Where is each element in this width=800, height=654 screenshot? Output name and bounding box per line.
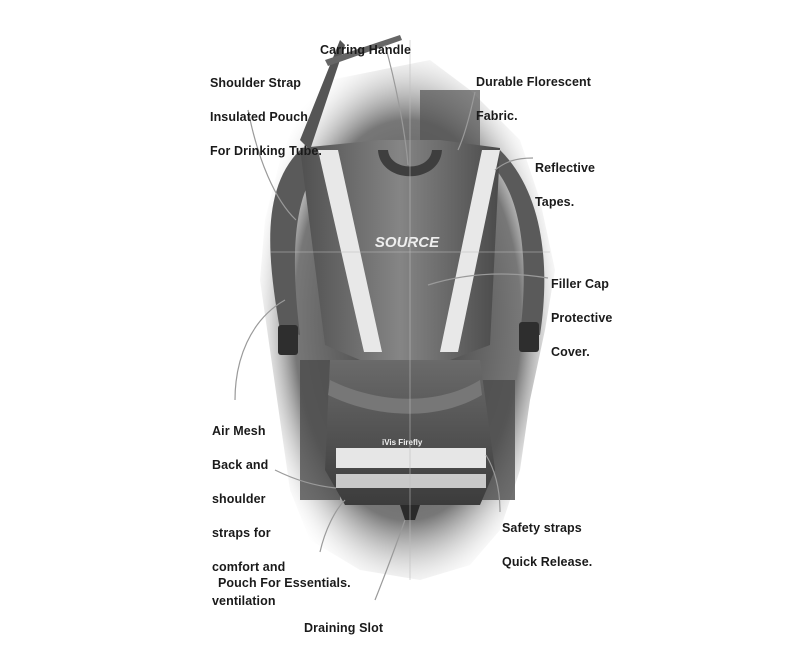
leader-lines: [234, 44, 549, 601]
buckle-left: [278, 325, 298, 355]
shoulder-straps: [270, 150, 545, 355]
label-line: straps for: [212, 526, 271, 540]
label-filler-cap: Filler Cap Protective Cover.: [551, 259, 612, 378]
label-carrying-handle: Carring Handle: [320, 25, 411, 76]
label-line: Quick Release.: [502, 555, 593, 569]
label-line: Durable Florescent: [476, 75, 592, 89]
label-line: Insulated Pouch: [210, 110, 309, 124]
label-line: ventilation: [212, 594, 276, 608]
brand-logo: SOURCE: [375, 234, 440, 251]
carrying-handle: [378, 150, 442, 177]
reflective-tape-right: [440, 150, 500, 352]
label-draining-slot: Draining Slot: [304, 603, 383, 654]
label-line: Carring Handle: [320, 43, 411, 57]
label-line: Pouch For Essentials.: [218, 576, 351, 590]
label-air-mesh: Air Mesh Back and shoulder straps for co…: [212, 406, 285, 627]
vest-body: SOURCE: [300, 140, 500, 360]
firefly-tag: iVis Firefly: [382, 438, 423, 447]
label-line: Protective: [551, 311, 613, 325]
label-line: Back and: [212, 458, 269, 472]
label-durable-fabric: Durable Florescent Fabric.: [476, 57, 591, 142]
label-pouch-essentials: Pouch For Essentials.: [218, 558, 351, 609]
label-line: Shoulder Strap: [210, 76, 301, 90]
reflective-tape-left: [318, 150, 382, 352]
label-line: Filler Cap: [551, 277, 609, 291]
reflective-band-lower: [336, 448, 486, 468]
label-line: comfort and: [212, 560, 286, 574]
label-line: Draining Slot: [304, 621, 384, 635]
label-shoulder-pouch: Shoulder Strap Insulated Pouch For Drink…: [210, 58, 322, 177]
label-line: Cover.: [551, 345, 590, 359]
label-line: Tapes.: [535, 195, 575, 209]
label-reflective-tapes: Reflective Tapes.: [535, 143, 595, 228]
label-line: Air Mesh: [212, 424, 266, 438]
label-safety-straps: Safety straps Quick Release.: [502, 503, 592, 588]
label-line: Fabric.: [476, 109, 518, 123]
label-line: Reflective: [535, 161, 596, 175]
label-line: For Drinking Tube.: [210, 144, 322, 158]
label-line: shoulder: [212, 492, 266, 506]
buckle-right: [519, 322, 539, 352]
label-line: Safety straps: [502, 521, 582, 535]
